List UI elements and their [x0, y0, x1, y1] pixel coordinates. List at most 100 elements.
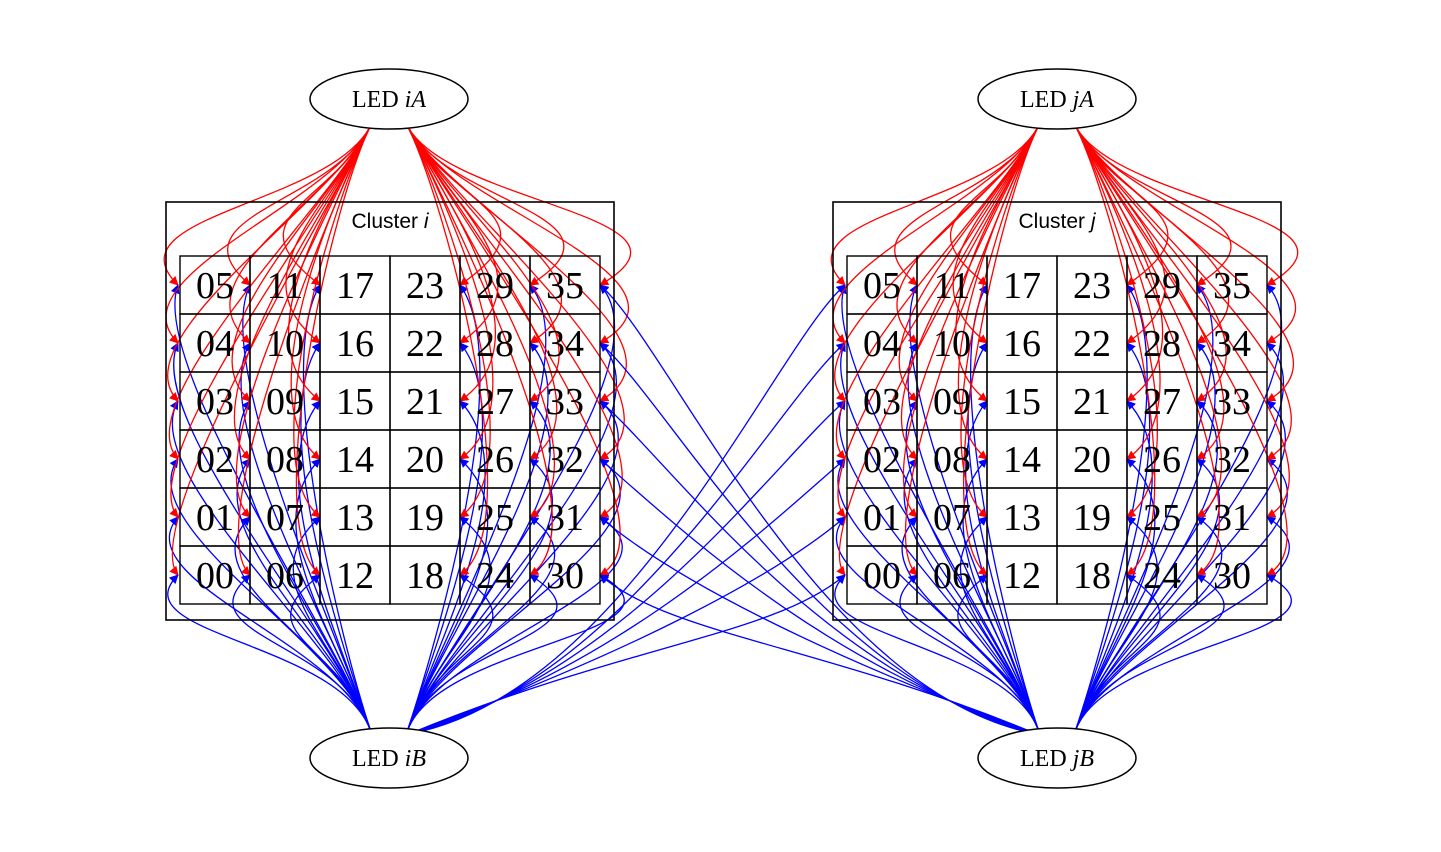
edge-b-i: [297, 400, 372, 733]
cell-label: 09: [266, 381, 304, 423]
edge-b-i: [406, 574, 494, 733]
grid-cell: [1196, 545, 1268, 605]
cell-label: 00: [863, 555, 901, 597]
edge-a-j: [1074, 124, 1220, 576]
cell-label: 17: [1003, 265, 1041, 307]
cell-label: 03: [863, 381, 901, 423]
led-jb-node: [977, 727, 1137, 789]
cluster-label-var: i: [424, 210, 430, 233]
cell-label: 12: [1003, 555, 1041, 597]
edge-b-j: [1074, 516, 1223, 733]
edge-b-i: [406, 516, 556, 733]
edge-b-i: [292, 516, 372, 733]
edge-a-j: [904, 124, 1040, 576]
cell-label: 18: [406, 555, 444, 597]
cell-label: 10: [933, 323, 971, 365]
edge-b-i: [406, 516, 491, 733]
cell-label: 24: [1143, 555, 1181, 597]
cell-label: 27: [476, 381, 514, 423]
cell-label: 31: [1213, 497, 1251, 539]
cell-label: 27: [1143, 381, 1181, 423]
cell-label: 34: [546, 323, 584, 365]
edge-b-i: [167, 574, 372, 733]
edge-a-j: [1074, 124, 1156, 576]
cell-label: 25: [476, 497, 514, 539]
cell-label: 26: [1143, 439, 1181, 481]
cluster-j-label: Cluster j: [1018, 210, 1096, 233]
edge-a-i: [237, 124, 372, 576]
edge-b-i: [406, 342, 484, 733]
edge-b-i: [406, 284, 547, 733]
cell-label: 28: [1143, 323, 1181, 365]
cell-label: 11: [267, 265, 304, 307]
edge-a-i: [169, 124, 372, 576]
edge-b-i: [232, 574, 372, 733]
led-ib-node: [309, 727, 469, 789]
edge-b-i: [234, 516, 372, 733]
edge-a-j: [830, 124, 1040, 286]
edge-b-i: [406, 516, 623, 733]
edge-b-j: [1074, 516, 1159, 733]
edge-a-i: [285, 124, 372, 344]
cell-label: 02: [196, 439, 234, 481]
edge-a-i: [235, 124, 372, 518]
edge-cross-j: [599, 574, 1038, 735]
edge-b-j: [964, 400, 1040, 733]
led-ja-node: [977, 68, 1137, 130]
edge-b-j: [1074, 458, 1288, 733]
cell-label: 20: [406, 439, 444, 481]
edge-a-j: [836, 124, 1040, 576]
cell-label: 12: [336, 555, 374, 597]
led-ia-node: [309, 68, 469, 130]
led-label-prefix: LED: [1020, 746, 1073, 772]
edge-cross-i: [408, 574, 846, 735]
cell-label: 00: [196, 555, 234, 597]
edge-b-j: [1074, 574, 1161, 733]
edge-a-j: [960, 124, 1040, 518]
cell-label: 29: [1143, 265, 1181, 307]
cell-label: 13: [1003, 497, 1041, 539]
cell-label: 11: [934, 265, 971, 307]
edge-a-j: [902, 124, 1040, 518]
cluster-j-frame: [832, 201, 1282, 621]
edge-a-i: [406, 124, 623, 518]
cell-label: 14: [1003, 439, 1041, 481]
edge-b-j: [899, 574, 1040, 733]
edge-a-i: [233, 124, 372, 460]
edge-a-j: [1074, 124, 1292, 460]
cell-label: 23: [1073, 265, 1111, 307]
edge-b-j: [1074, 574, 1225, 733]
edge-b-i: [406, 400, 486, 733]
edge-b-j: [1074, 400, 1153, 733]
cell-label: 28: [476, 323, 514, 365]
edge-a-j: [900, 124, 1040, 460]
cell-label: 31: [546, 497, 584, 539]
edge-a-i: [406, 124, 621, 576]
edge-b-j: [1074, 284, 1214, 733]
led-ia-node-label: LED iA: [352, 87, 426, 113]
edge-b-j: [834, 574, 1040, 733]
edge-b-j: [1074, 516, 1290, 733]
cell-label: 17: [336, 265, 374, 307]
edge-b-j: [901, 516, 1040, 733]
cluster-i-frame: [165, 201, 615, 621]
edge-a-i: [295, 124, 372, 576]
cell-label: 09: [933, 381, 971, 423]
edge-a-i: [406, 124, 625, 460]
led-label-var: iB: [405, 746, 427, 772]
cell-label: 19: [1073, 497, 1111, 539]
cell-label: 02: [863, 439, 901, 481]
edge-a-j: [1074, 124, 1290, 518]
cell-label: 21: [406, 381, 444, 423]
cell-label: 04: [196, 323, 234, 365]
cell-label: 35: [546, 265, 584, 307]
edge-a-i: [406, 124, 489, 576]
cell-label: 23: [406, 265, 444, 307]
edge-b-i: [406, 574, 625, 733]
cell-label: 19: [406, 497, 444, 539]
cell-label: 32: [1213, 439, 1251, 481]
led-label-prefix: LED: [1020, 87, 1073, 113]
edge-b-j: [957, 574, 1040, 733]
cell-label: 03: [196, 381, 234, 423]
